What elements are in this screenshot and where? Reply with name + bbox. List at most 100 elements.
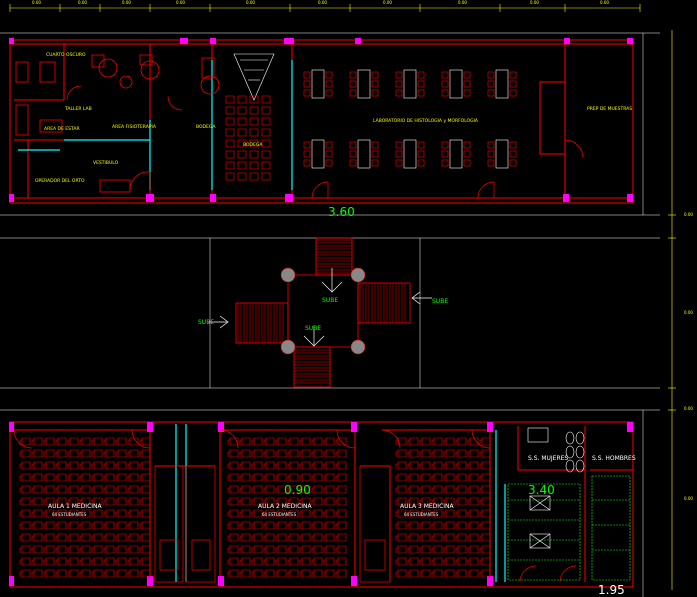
lab-stool	[463, 150, 471, 158]
svg-text:0.00: 0.00	[600, 0, 609, 5]
lab-stool	[371, 80, 379, 88]
student-desk	[103, 521, 115, 530]
student-desk	[431, 437, 443, 446]
stair-arrows	[208, 268, 432, 347]
student-desk	[395, 533, 407, 542]
student-desk	[79, 509, 91, 518]
bottom-block-walls	[9, 421, 634, 588]
student-desk	[55, 449, 67, 458]
student-desk	[443, 521, 455, 530]
student-desk	[251, 569, 263, 578]
student-desk	[455, 461, 467, 470]
lab-stool	[325, 141, 333, 149]
student-desk	[103, 473, 115, 482]
bodega-seat	[261, 161, 271, 170]
student-desk	[311, 521, 323, 530]
student-desk	[323, 509, 335, 518]
restroom-fixtures	[527, 427, 585, 549]
restroom-men-label: S.S. HOMBRES	[592, 455, 636, 462]
student-desk	[275, 461, 287, 470]
student-desk	[287, 569, 299, 578]
student-desk	[67, 497, 79, 506]
student-desk	[431, 485, 443, 494]
lab-stool	[371, 141, 379, 149]
student-desk	[311, 461, 323, 470]
student-desk	[455, 521, 467, 530]
dimension-label: 3.40	[528, 483, 555, 497]
student-desk	[55, 461, 67, 470]
lab-stool	[395, 71, 403, 79]
lab-table	[495, 139, 509, 169]
student-desk	[323, 461, 335, 470]
student-desk	[79, 485, 91, 494]
student-desk	[91, 521, 103, 530]
student-desk	[275, 521, 287, 530]
student-desk	[479, 545, 491, 554]
lab-stool	[395, 141, 403, 149]
student-desk	[263, 545, 275, 554]
student-desk	[455, 569, 467, 578]
student-desk	[251, 533, 263, 542]
student-desk	[431, 533, 443, 542]
lab-stool	[349, 159, 357, 167]
student-desk	[43, 473, 55, 482]
student-desk	[455, 473, 467, 482]
student-desk	[467, 437, 479, 446]
lab-stool	[509, 150, 517, 158]
bodega-seat	[261, 128, 271, 137]
student-desk	[407, 521, 419, 530]
student-desk	[55, 485, 67, 494]
student-desk	[467, 497, 479, 506]
student-desk	[395, 569, 407, 578]
student-desk	[335, 473, 347, 482]
room-label: CUARTO OSCURO	[46, 52, 86, 58]
student-desk	[323, 437, 335, 446]
student-desk	[407, 545, 419, 554]
student-desk	[79, 569, 91, 578]
student-desk	[275, 557, 287, 566]
student-desk	[299, 569, 311, 578]
student-desk	[455, 449, 467, 458]
lab-stool	[441, 150, 449, 158]
student-desk	[275, 437, 287, 446]
student-desk	[455, 485, 467, 494]
student-desk	[299, 545, 311, 554]
student-desk	[127, 461, 139, 470]
student-desk	[43, 437, 55, 446]
bodega-seat	[225, 161, 235, 170]
lab-stool	[349, 71, 357, 79]
student-desk	[19, 437, 31, 446]
lab-stool	[325, 80, 333, 88]
svg-text:0.00: 0.00	[458, 0, 467, 5]
student-desk	[311, 473, 323, 482]
student-desk	[335, 545, 347, 554]
dimension-label: 0.90	[284, 483, 311, 497]
bodega-seat	[237, 95, 247, 104]
student-desk	[287, 545, 299, 554]
bodega-seat	[249, 161, 259, 170]
svg-text:0.00: 0.00	[383, 0, 392, 5]
lab-stool	[349, 150, 357, 158]
student-desk	[419, 461, 431, 470]
student-desk	[479, 473, 491, 482]
student-desk	[311, 449, 323, 458]
bodega-seat	[225, 117, 235, 126]
student-desk	[239, 557, 251, 566]
classroom-name: AULA 1 MEDICINA	[48, 503, 103, 510]
student-desk	[239, 509, 251, 518]
student-desk	[139, 461, 151, 470]
classroom-desks	[19, 437, 491, 578]
student-desk	[43, 497, 55, 506]
student-desk	[431, 569, 443, 578]
lab-stool	[303, 89, 311, 97]
student-desk	[127, 557, 139, 566]
lab-stool	[303, 71, 311, 79]
student-desk	[55, 521, 67, 530]
student-desk	[103, 545, 115, 554]
student-desk	[139, 437, 151, 446]
lab-table	[449, 69, 463, 99]
student-desk	[127, 449, 139, 458]
bodega-seat	[249, 95, 259, 104]
lab-stool	[487, 71, 495, 79]
